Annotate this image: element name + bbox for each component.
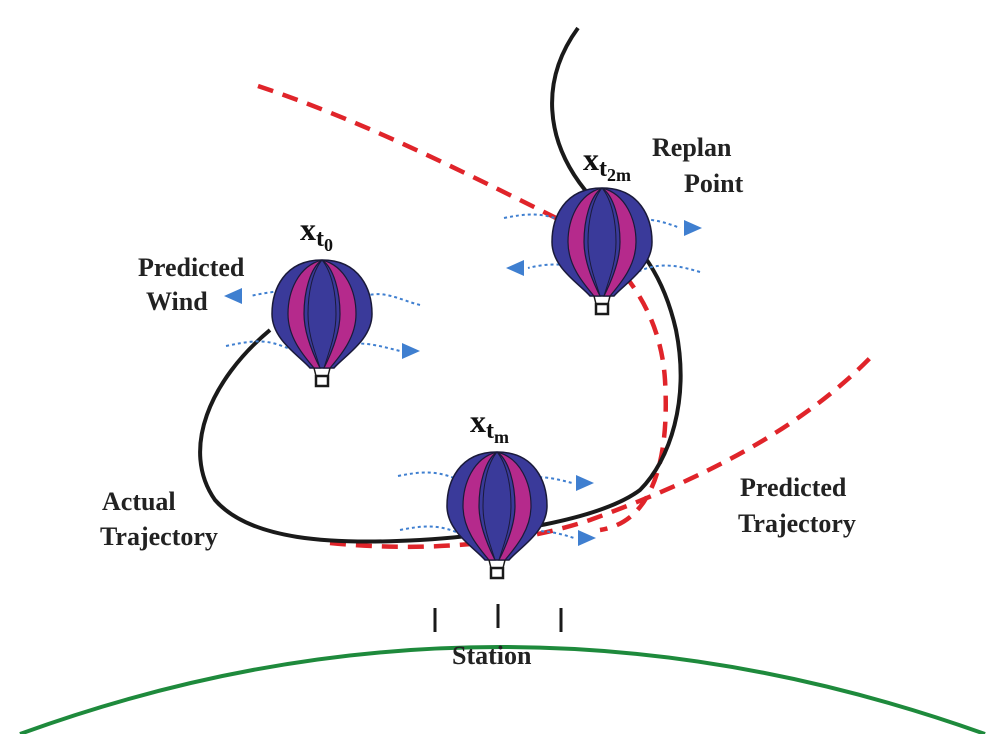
predicted-trajectory-label-line1: Predicted <box>740 473 847 502</box>
label-x-t0: xt0 <box>300 211 333 255</box>
wind-arrow-t2m-left <box>506 260 701 277</box>
wind-arrow-tm-right-upper <box>397 471 594 491</box>
predicted-trajectory-lower <box>329 354 874 550</box>
wind-arrow-t2m-right <box>503 213 702 236</box>
actual-trajectory-label-line1: Actual <box>102 487 176 516</box>
replan-point-label-line1: Replan <box>652 133 732 162</box>
replan-point-label-line2: Point <box>684 169 744 198</box>
balloon-t2m <box>550 186 654 316</box>
label-x-tm: xtm <box>470 403 509 447</box>
predicted-wind-label-line2: Wind <box>146 287 208 316</box>
label-x-t2m: xt2m <box>583 141 631 185</box>
actual-trajectory-label-line2: Trajectory <box>100 522 218 551</box>
balloon-tm <box>445 450 549 580</box>
wind-arrow-tm-right-lower <box>399 525 596 546</box>
station-label: Station <box>452 641 532 670</box>
predicted-trajectory-label-line2: Trajectory <box>738 509 856 538</box>
ground-arc <box>19 645 986 734</box>
balloon-t0 <box>270 258 374 388</box>
predicted-wind-label-line1: Predicted <box>138 253 245 282</box>
